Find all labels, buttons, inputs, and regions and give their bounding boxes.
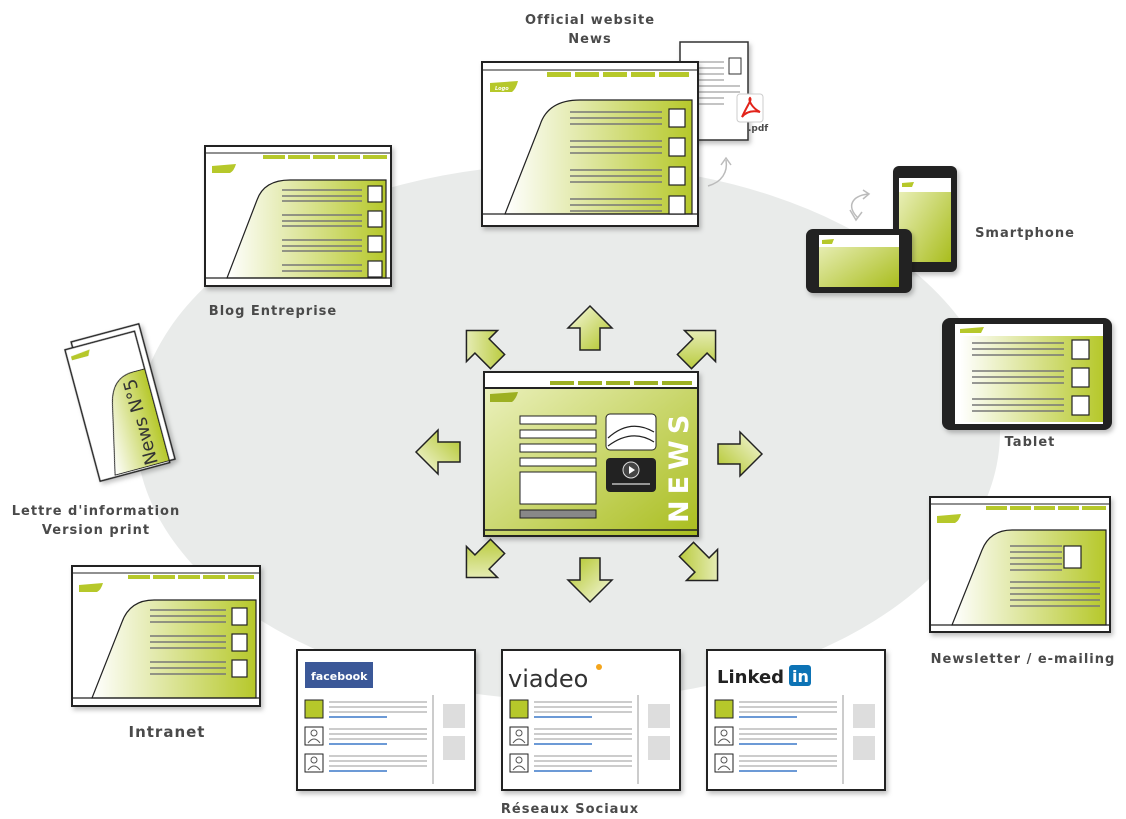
arrow-up-left: [465, 329, 506, 370]
official-website-label: Official website News: [524, 13, 656, 47]
post-row: [304, 753, 427, 773]
smartphone-label: Smartphone: [975, 226, 1075, 241]
arrow-right: [717, 430, 764, 478]
pdf-label: .pdf: [748, 124, 768, 134]
tablet-label: Tablet: [1004, 435, 1056, 450]
official-website-page: Logo: [481, 61, 699, 227]
viadeo-card: viadeo: [501, 649, 681, 791]
newsletter-label: Newsletter / e-mailing: [930, 652, 1116, 667]
post-row: [509, 753, 632, 773]
post-row: [714, 699, 837, 719]
linkedin-logo: Linked in: [717, 665, 811, 688]
central-news-title: NEWS: [664, 409, 695, 523]
post-row: [714, 726, 837, 746]
arrow-down: [566, 557, 614, 604]
svg-text:facebook: facebook: [311, 670, 368, 683]
arrow-left: [414, 428, 461, 476]
post-row: [304, 699, 427, 719]
arrow-down-left: [465, 538, 506, 579]
facebook-card: facebook: [296, 649, 476, 791]
pdf-icon: [736, 93, 764, 123]
post-row: [509, 699, 632, 719]
arrow-down-right: [678, 541, 719, 582]
intranet-label: Intranet: [128, 723, 206, 741]
post-row: [304, 726, 427, 746]
pdf-link-arrow: [707, 159, 728, 187]
blog-label: Blog Entreprise: [208, 304, 338, 319]
svg-text:Linked: Linked: [717, 667, 784, 688]
tablet-device: [942, 318, 1112, 430]
post-row: [509, 726, 632, 746]
smartphone-landscape-device: [806, 229, 912, 293]
logo-text: Logo: [495, 86, 509, 92]
rotate-arrow: [850, 193, 869, 219]
smartphone-device: [893, 166, 957, 272]
viadeo-logo: viadeo: [508, 664, 602, 693]
reseaux-label: Réseaux Sociaux: [500, 802, 640, 817]
lettre-label: Lettre d'information Version print: [11, 504, 181, 538]
post-row: [714, 753, 837, 773]
facebook-logo: facebook: [305, 662, 373, 688]
svg-text:in: in: [792, 667, 809, 686]
newsletter-page: [929, 496, 1111, 633]
central-news-page: [483, 371, 699, 537]
print-brochure: [64, 322, 176, 483]
arrow-up: [566, 304, 614, 351]
linkedin-card: Linked in: [706, 649, 886, 791]
arrow-up-right: [676, 329, 717, 370]
intranet-page: [71, 565, 261, 707]
svg-text:viadeo: viadeo: [508, 665, 588, 693]
blog-page: [204, 145, 392, 287]
